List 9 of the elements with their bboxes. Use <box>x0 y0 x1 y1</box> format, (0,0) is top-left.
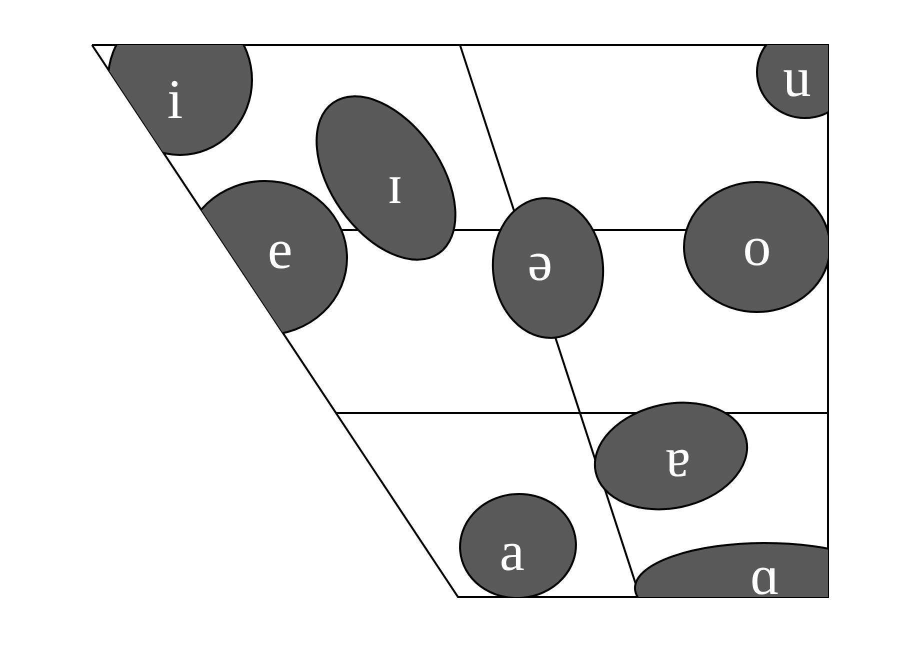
vowel-symbol: o <box>743 219 771 275</box>
vowel-symbol: ə <box>528 234 552 290</box>
vowel-symbol: a <box>500 524 524 580</box>
vowel-symbol: ɪ <box>387 157 403 213</box>
vowel-symbol: u <box>783 50 811 106</box>
vowel-symbol: ɑ <box>750 548 780 604</box>
vowel-symbol: ɐ <box>666 430 690 486</box>
vowel-symbol: e <box>268 222 292 278</box>
vowel-symbol: i <box>167 72 183 128</box>
